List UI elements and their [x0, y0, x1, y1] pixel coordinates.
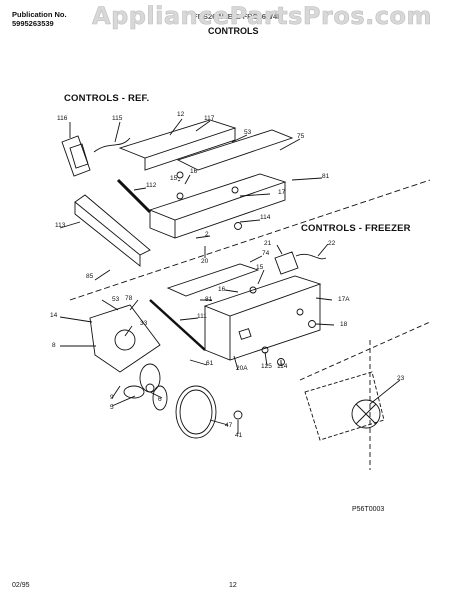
cable-115 — [93, 137, 131, 153]
callout-125: 125 — [261, 363, 272, 370]
callout-115: 115 — [112, 115, 123, 122]
callout-53b: 53 — [112, 296, 120, 303]
callout-116: 116 — [57, 115, 68, 122]
freezer-damper-23 — [304, 371, 385, 441]
figure-code: P56T0003 — [352, 506, 385, 513]
callout-61: 61 — [206, 360, 214, 367]
bulb-15 — [176, 171, 184, 179]
page-number: 12 — [229, 582, 237, 589]
plate-74 — [166, 263, 260, 297]
control-module-116 — [61, 135, 91, 177]
callout-23: 23 — [397, 375, 405, 382]
callout-74: 74 — [262, 250, 270, 257]
callout-114: 114 — [260, 214, 271, 221]
screw-114 — [234, 222, 242, 230]
callout-15: 15 — [170, 175, 178, 182]
callout-81: 81 — [322, 173, 330, 180]
callout-17: 17 — [278, 189, 286, 196]
callout-114b: 114 — [277, 363, 288, 370]
callout-22: 22 — [328, 240, 336, 247]
callout-8: 8 — [52, 342, 56, 349]
callout-111: 111 — [197, 313, 207, 320]
cabinet-edge-line — [69, 179, 431, 301]
callout-112: 112 — [146, 182, 157, 189]
shroud-ring-5 — [175, 385, 217, 439]
rod-111 — [149, 299, 206, 351]
callout-78: 78 — [125, 295, 133, 302]
callout-41: 41 — [235, 432, 243, 439]
bulb-15b — [249, 286, 257, 294]
callout-9: 9 — [110, 394, 114, 401]
fan-blade-6 — [123, 363, 168, 411]
panel-75 — [176, 129, 294, 171]
knob-18 — [308, 320, 316, 328]
ref-control-housing — [118, 119, 287, 239]
callout-12: 12 — [177, 111, 185, 118]
callout-17a: 17A — [338, 296, 350, 303]
callout-113: 113 — [55, 222, 66, 229]
capillary-22 — [295, 253, 327, 260]
page-title: CONTROLS — [208, 26, 259, 36]
callout-20a: 20A — [236, 365, 248, 372]
callout-81b: 81 — [205, 296, 213, 303]
thermostat-21 — [274, 251, 299, 275]
watermark-logo: AppliancePartsPros.com — [92, 2, 432, 31]
callout-15b: 15 — [256, 264, 264, 271]
controls-freezer-title: CONTROLS - FREEZER — [301, 223, 411, 234]
footer-date: 02/95 — [12, 582, 30, 589]
callout-53: 53 — [244, 129, 252, 136]
callout-75: 75 — [297, 133, 305, 140]
fan-bracket-14 — [89, 304, 161, 373]
publication-label: Publication No. — [12, 10, 67, 19]
controls-ref-title: CONTROLS - REF. — [64, 93, 150, 104]
callout-16: 16 — [190, 168, 198, 175]
callout-117: 117 — [204, 115, 215, 122]
callout-2: 2 — [205, 231, 209, 238]
model-text: FRS26W4B & FRS26W4B — [193, 12, 283, 21]
callout-16b: 16 — [218, 286, 226, 293]
callout-33: 33 — [140, 320, 148, 327]
callout-47: 47 — [225, 422, 233, 429]
freezer-control-housing — [203, 275, 322, 361]
callout-20: 20 — [201, 258, 209, 265]
publication-number: 5995263539 — [12, 19, 54, 28]
cabinet-edge-line-lower — [299, 321, 431, 381]
callout-6: 6 — [158, 396, 162, 403]
callout-14: 14 — [50, 312, 58, 319]
callout-85: 85 — [86, 273, 94, 280]
callout-21: 21 — [264, 240, 272, 247]
screw-41 — [233, 410, 243, 420]
callout-5: 5 — [110, 404, 114, 411]
callout-18: 18 — [340, 321, 348, 328]
baffle-113 — [74, 194, 151, 256]
